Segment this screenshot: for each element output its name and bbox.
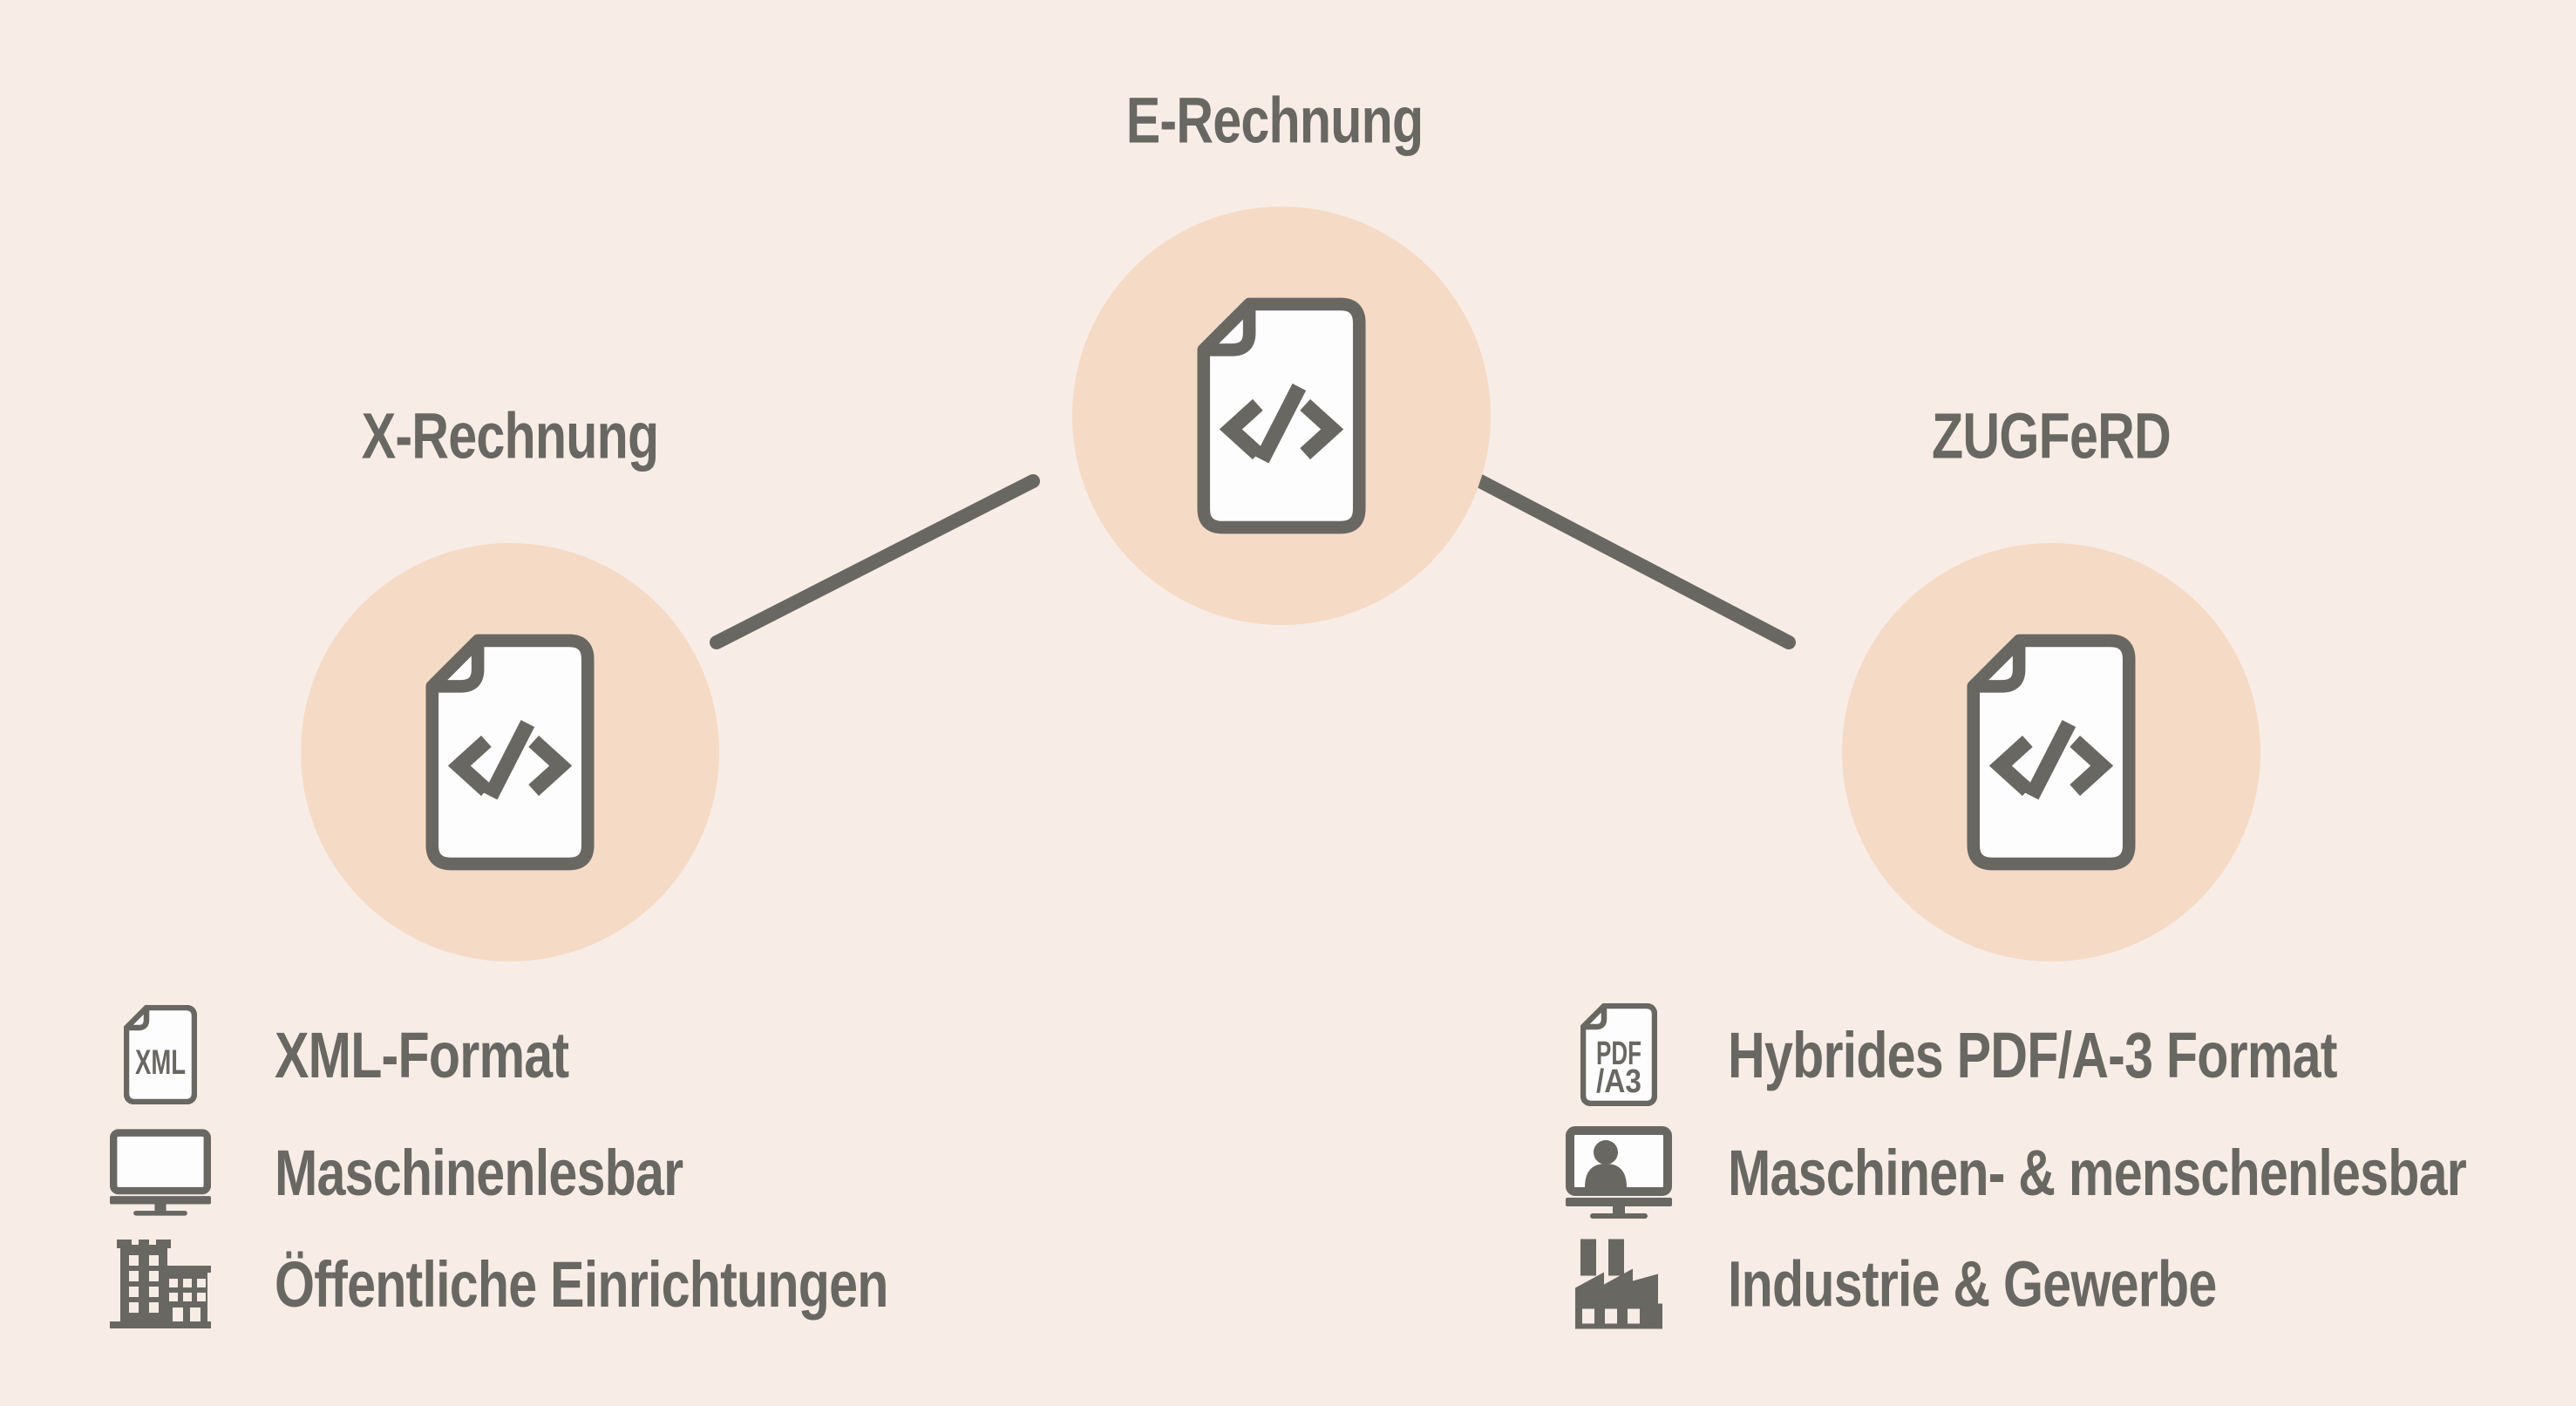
connector-line-left — [710, 474, 1040, 649]
building-icon — [110, 1240, 211, 1328]
xml-icon-text: XML — [135, 1043, 186, 1082]
pdf-a3-file-icon: PDF /A3 — [1580, 1003, 1657, 1106]
monitor-icon — [110, 1129, 211, 1216]
pdf-icon-text-line1: PDF — [1596, 1036, 1641, 1072]
pdf-icon-text-line2: /A3 — [1596, 1063, 1641, 1100]
code-file-icon — [425, 634, 595, 871]
factory-icon — [1575, 1239, 1662, 1329]
factory-icon — [1565, 1239, 1673, 1329]
feature-row-oeffentliche-einrichtungen: Öffentliche Einrichtungen — [110, 1240, 1041, 1328]
connector-line-right — [1473, 474, 1796, 649]
node-title-text: ZUGFeRD — [1932, 399, 2172, 472]
monitor-person-icon — [1565, 1126, 1673, 1219]
node-circle-e-rechnung — [1072, 207, 1491, 625]
feature-label: Öffentliche Einrichtungen — [275, 1247, 888, 1321]
code-file-icon — [1967, 634, 2136, 871]
feature-row-industrie-gewerbe: Industrie & Gewerbe — [1565, 1239, 2339, 1329]
node-title-text: X-Rechnung — [361, 399, 659, 472]
monitor-icon — [110, 1126, 211, 1219]
node-title-text: E-Rechnung — [1125, 84, 1424, 157]
node-circle-x-rechnung — [301, 543, 719, 961]
feature-label: Industrie & Gewerbe — [1728, 1247, 2217, 1321]
feature-row-maschinen-menschenlesbar: Maschinen- & menschenlesbar — [1565, 1126, 2576, 1219]
code-file-icon — [1197, 297, 1366, 534]
feature-row-hybrides-pdf: PDF /A3 Hybrides PDF/A-3 Format — [1565, 1003, 2489, 1106]
feature-row-xml-format: XML XML-Format — [110, 1005, 642, 1104]
xml-file-icon: XML — [110, 1005, 211, 1104]
feature-row-maschinenlesbar: Maschinenlesbar — [110, 1126, 785, 1219]
pdf-a3-file-icon: PDF /A3 — [1565, 1003, 1673, 1106]
feature-label: Maschinenlesbar — [275, 1136, 683, 1209]
node-circle-zugferd — [1842, 543, 2260, 961]
xml-file-icon: XML — [124, 1005, 197, 1104]
monitor-person-icon — [1566, 1126, 1672, 1219]
feature-label: XML-Format — [275, 1018, 569, 1091]
building-icon — [110, 1240, 211, 1328]
feature-label: Maschinen- & menschenlesbar — [1728, 1136, 2467, 1209]
feature-label: Hybrides PDF/A-3 Format — [1728, 1018, 2338, 1091]
